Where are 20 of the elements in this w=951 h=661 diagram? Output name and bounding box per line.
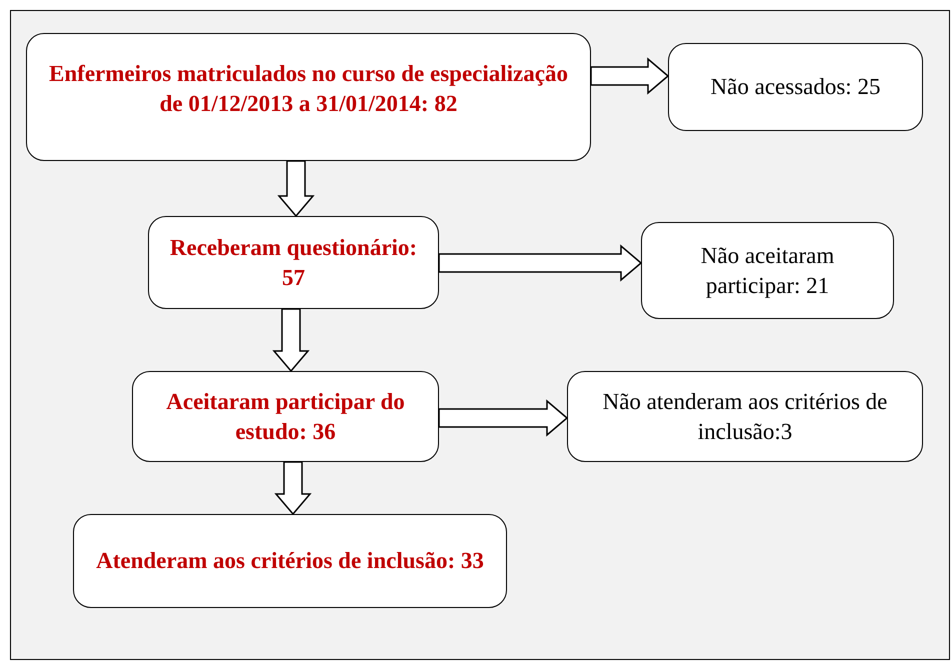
block-arrow xyxy=(590,57,670,95)
process-box xyxy=(132,371,439,462)
process-box xyxy=(73,514,507,608)
process-box xyxy=(641,222,894,319)
process-box xyxy=(668,43,923,131)
block-arrow xyxy=(272,308,310,372)
box-text: Não aceitaram participar: 21 xyxy=(700,242,836,300)
process-box xyxy=(148,216,439,309)
process-box xyxy=(26,33,591,161)
box-text: Atenderam aos critérios de inclusão: 33 xyxy=(96,547,484,576)
box-text: Receberam questionário: 57 xyxy=(168,234,418,292)
block-arrow xyxy=(274,461,312,516)
box-text: Não acessados: 25 xyxy=(710,73,880,102)
process-box xyxy=(567,371,923,462)
box-text: Enfermeiros matriculados no curso de especialização de 01/12/2013 a 31/01/2014: 82 xyxy=(48,60,569,118)
box-text: Não atenderam aos critérios de inclusão:3 xyxy=(602,388,888,446)
block-arrow xyxy=(438,399,568,437)
box-text: Aceitaram participar do estudo: 36 xyxy=(165,388,406,446)
block-arrow xyxy=(277,160,315,218)
block-arrow xyxy=(438,244,642,282)
